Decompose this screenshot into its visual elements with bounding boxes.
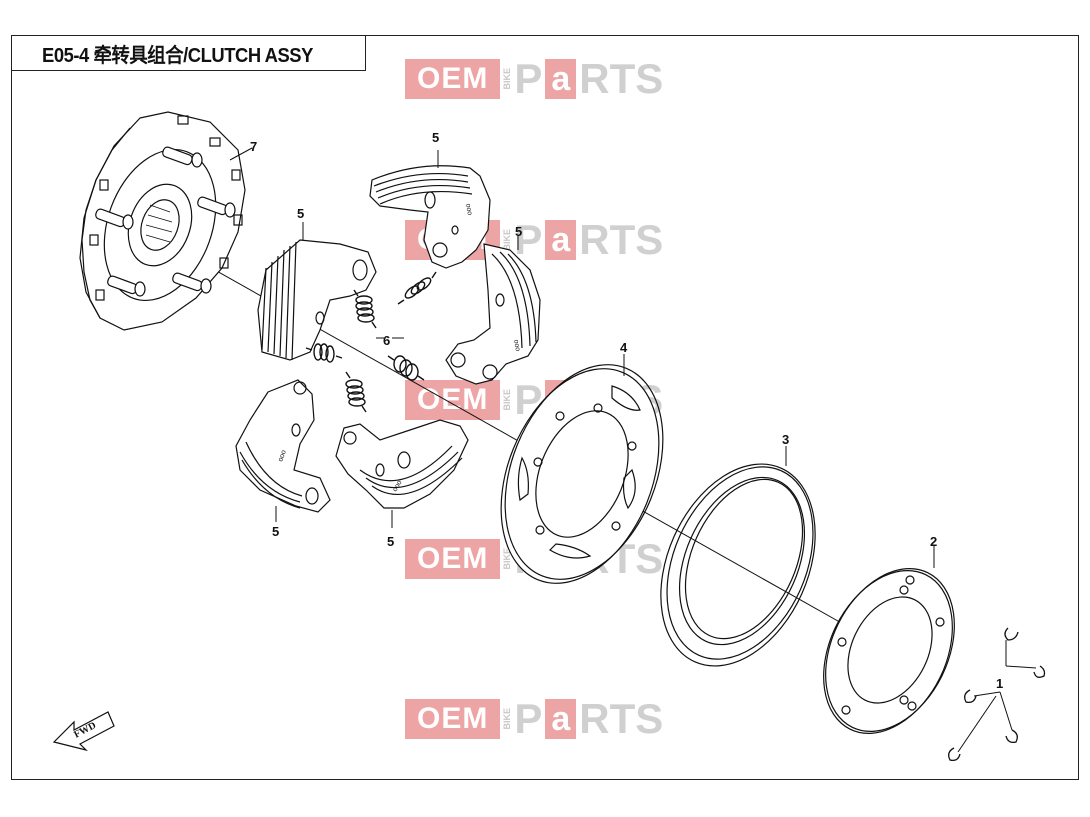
watermark-a: a (545, 59, 577, 99)
circlip[interactable] (1005, 729, 1018, 744)
part-5-clutch-shoe-left[interactable] (257, 239, 377, 361)
watermark-p: P (514, 55, 543, 102)
callout-7: 7 (250, 139, 257, 154)
watermark-rts: RTS (579, 55, 664, 102)
callout-5-left: 5 (297, 206, 304, 221)
callout-2: 2 (930, 534, 937, 549)
watermark-a: a (545, 699, 577, 739)
fwd-arrow-icon (52, 711, 115, 752)
callout-5-bottom-left: 5 (272, 524, 279, 539)
leader-1-lines (957, 640, 1037, 753)
callout-5-bottom-center: 5 (387, 534, 394, 549)
watermark: OEM BIKE P a RTS (405, 55, 664, 102)
drawing-frame (11, 35, 1079, 780)
watermark-rts: RTS (579, 216, 664, 263)
watermark-oem: OEM (405, 59, 501, 99)
part-5-clutch-shoe-top[interactable] (369, 165, 491, 269)
part-1-circlips[interactable] (948, 627, 1046, 762)
circlip[interactable] (1004, 627, 1019, 641)
watermark-oem: OEM (405, 380, 501, 420)
callout-5-right: 5 (515, 224, 522, 239)
spring[interactable] (353, 289, 377, 329)
watermark-a: a (545, 220, 577, 260)
watermark-oem: OEM (405, 539, 501, 579)
watermark: OEM BIKE P a RTS (405, 695, 664, 742)
circlip[interactable] (1033, 665, 1046, 678)
spring[interactable] (345, 371, 367, 413)
watermark-oem: OEM (405, 699, 501, 739)
callout-5-top: 5 (432, 130, 439, 145)
part-5-clutch-shoe-right[interactable] (445, 243, 541, 385)
part-4-cover-plate[interactable] (471, 341, 692, 607)
circlip[interactable] (948, 747, 961, 762)
watermark-p: P (514, 695, 543, 742)
diagram-title: E05-4 牵转具组合/CLUTCH ASSY (42, 44, 313, 67)
spring[interactable] (305, 343, 343, 363)
part-2-retaining-plate[interactable] (798, 547, 980, 754)
part-5-clutch-shoe-bottom-left[interactable] (235, 379, 331, 513)
circlip[interactable] (964, 689, 977, 704)
spring[interactable] (387, 355, 425, 381)
shoe-mark: ooo (277, 449, 288, 462)
part-3-gasket[interactable] (631, 440, 845, 691)
leader-7 (229, 147, 253, 161)
shoe-mark: ooo (392, 479, 404, 493)
watermark-rts: RTS (579, 695, 664, 742)
diagram-title-box: E05-4 牵转具组合/CLUTCH ASSY (11, 35, 366, 71)
callout-3: 3 (782, 432, 789, 447)
callout-1: 1 (996, 676, 1003, 691)
part-5-clutch-shoe-bottom-center[interactable] (335, 419, 469, 509)
part-6-springs[interactable] (305, 271, 437, 413)
watermark-p: P (514, 216, 543, 263)
part-7-drive-plate[interactable] (79, 111, 246, 331)
callout-6: 6 (383, 333, 390, 348)
spring[interactable] (397, 271, 437, 305)
callout-4: 4 (620, 340, 628, 355)
center-axis-line (134, 224, 846, 626)
shoe-mark: ooo (512, 339, 521, 352)
shoe-mark: ooo (464, 203, 473, 216)
